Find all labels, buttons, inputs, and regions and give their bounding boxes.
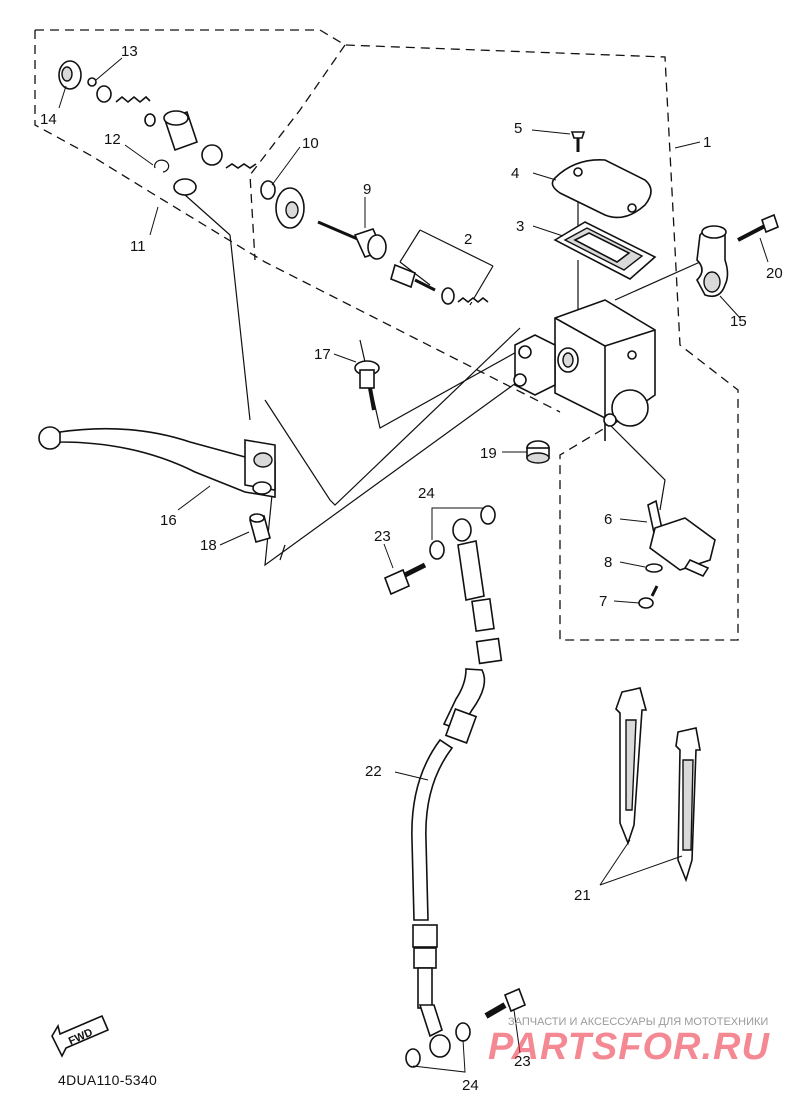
label-15: 15	[730, 313, 747, 330]
part-bolt-boot	[163, 110, 199, 196]
part-3-diaphragm	[553, 221, 657, 280]
label-16: 16	[160, 512, 177, 529]
label-22: 22	[365, 763, 382, 780]
part-10-set	[201, 144, 305, 229]
part-24-washer-lower	[405, 1022, 471, 1068]
part-21-cable-ties	[615, 687, 701, 883]
part-19-nut	[526, 440, 550, 464]
label-9: 9	[363, 181, 371, 198]
label-6: 6	[604, 511, 612, 528]
part-24-washer-upper	[429, 505, 496, 560]
label-12: 12	[104, 131, 121, 148]
watermark-logo: PARTSFOR.RU	[488, 1026, 770, 1068]
label-2: 2	[464, 231, 472, 248]
part-6-switch	[647, 499, 716, 578]
part-22-brake-hose	[411, 518, 503, 1058]
part-23-union-bolt-upper	[383, 562, 427, 596]
label-8: 8	[604, 554, 612, 571]
label-23-lower: 23	[514, 1053, 531, 1070]
group-outlines	[34, 29, 739, 641]
part-23-union-bolt-lower	[484, 987, 527, 1019]
label-5: 5	[514, 120, 522, 137]
part-5-screw	[570, 131, 586, 152]
part-2-piston-kit	[390, 263, 489, 305]
part-14-cap	[58, 60, 82, 90]
part-15-clamp	[696, 225, 729, 298]
label-24-lower: 24	[462, 1077, 479, 1094]
fwd-arrow-icon: FWD	[51, 1014, 110, 1058]
part-labels: 1 2 3 4 5 6 7 8 9 10 11 12 13 14 15 16 1…	[40, 43, 783, 1094]
part-7-screw	[638, 585, 659, 609]
label-18: 18	[200, 537, 217, 554]
diagram-code: 4DUA110-5340	[58, 1072, 158, 1088]
label-4: 4	[511, 165, 519, 182]
part-13-hardware	[87, 77, 156, 127]
label-19: 19	[480, 445, 497, 462]
part-18-collar	[249, 513, 271, 543]
part-17-pivot-bolt	[354, 360, 380, 411]
label-11: 11	[130, 238, 146, 255]
label-3: 3	[516, 218, 524, 235]
part-4-cover	[551, 159, 652, 219]
label-14: 14	[40, 111, 57, 128]
part-9-pushrod	[317, 220, 387, 260]
label-24-upper: 24	[418, 485, 435, 502]
part-1-master-cylinder	[513, 299, 656, 441]
label-21: 21	[574, 887, 591, 904]
label-23-upper: 23	[374, 528, 391, 545]
label-20: 20	[766, 265, 783, 282]
label-10: 10	[302, 135, 319, 152]
part-20-bolt	[737, 213, 779, 242]
label-1: 1	[703, 134, 711, 151]
label-7: 7	[599, 593, 607, 610]
part-16-lever	[38, 426, 276, 498]
part-12-clip	[154, 159, 170, 173]
part-8-washer	[645, 563, 663, 573]
label-leaders	[58, 57, 769, 1073]
label-17: 17	[314, 346, 331, 363]
watermark-caption: ЗАПЧАСТИ И АКСЕССУАРЫ ДЛЯ МОТОТЕХНИКИ	[508, 1016, 769, 1028]
label-13: 13	[121, 43, 138, 60]
